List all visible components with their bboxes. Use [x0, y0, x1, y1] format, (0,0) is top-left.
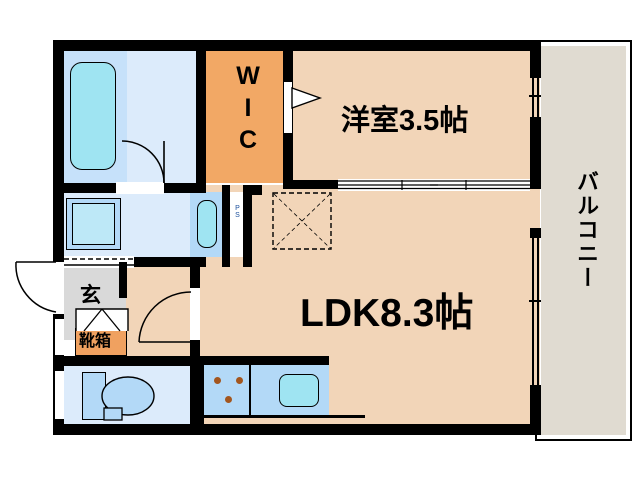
wash-basin-icon: [197, 200, 217, 248]
wall-left: [53, 40, 64, 435]
left-wall-niche-upper: [55, 318, 64, 356]
bathroom-door-opening[interactable]: [116, 182, 164, 194]
stove-burner-2-icon: [236, 377, 243, 384]
entrance-inner-door-swing-icon: [138, 291, 192, 343]
shoebox-label: 靴箱: [79, 333, 112, 350]
pipe-shaft: [229, 192, 243, 257]
balcony-label: バルコニー: [574, 170, 599, 290]
entrance-door-opening[interactable]: [53, 262, 64, 314]
room-bedroom: [285, 46, 540, 186]
wall-top: [53, 40, 541, 51]
wall-bath-wic: [196, 40, 206, 185]
room-balcony: [541, 46, 626, 435]
wall-kitchen-left: [196, 356, 204, 424]
room-wic: [205, 50, 283, 183]
wall-bottom: [53, 424, 541, 435]
wall-toilet-right: [190, 356, 200, 435]
entrance-door-swing-icon[interactable]: [6, 260, 58, 316]
wall-ldk-left-upper: [252, 185, 262, 195]
wall-entrance-right: [119, 262, 127, 298]
stove-burner-1-icon: [214, 377, 221, 384]
wall-wic-right-lower: [283, 133, 293, 185]
ldk-label: LDK8.3帖: [300, 292, 474, 335]
balcony-window-lower-rail-a: [532, 238, 534, 385]
left-wall-niche-lower: [55, 370, 64, 420]
balcony-window-lower-mullion: [529, 300, 541, 302]
wall-kitchen-top: [196, 356, 329, 365]
wall-right-seg-top: [530, 40, 541, 78]
bathtub-icon: [70, 62, 116, 170]
entrance-label: 玄: [80, 284, 101, 307]
wall-bedroom-bottom-left: [283, 180, 338, 189]
stove-burner-3-icon: [225, 396, 232, 403]
washing-machine-inner: [72, 203, 115, 245]
entrance-inner-door-opening[interactable]: [190, 288, 200, 340]
wall-ps-right: [243, 185, 252, 267]
wall-entrance-bottom: [53, 356, 200, 366]
balcony-window-lower-rail-b: [537, 238, 539, 385]
washroom-sliding-door-icon: [64, 258, 200, 266]
wic-label: WIC: [234, 62, 262, 158]
wall-right-seg-mid: [530, 117, 541, 189]
kitchen-front-edge: [200, 415, 365, 418]
kitchen-sink-icon: [279, 374, 319, 407]
balcony-window-upper-mullion: [529, 95, 541, 97]
bedroom-door-arrow-icon: [291, 87, 323, 109]
wall-right-seg-low: [530, 228, 541, 238]
wall-right-seg-bottom: [530, 385, 541, 435]
bedroom-ldk-sliding-doors-icon: [338, 180, 530, 190]
balcony-window-upper-rail-b: [537, 78, 539, 117]
storage-closet-icon: [272, 192, 332, 250]
balcony-window-upper-rail-a: [532, 78, 534, 117]
bathroom-door-swing-icon: [121, 140, 165, 184]
kitchen-divider: [249, 365, 251, 415]
entrance-step-icon: [75, 308, 129, 332]
pipe-shaft-label: PS: [234, 205, 241, 219]
toilet-bowl-icon: [101, 376, 155, 421]
wall-washroom-right: [222, 185, 230, 267]
wall-wic-right: [283, 40, 293, 82]
bedroom-label: 洋室3.5帖: [341, 105, 469, 137]
